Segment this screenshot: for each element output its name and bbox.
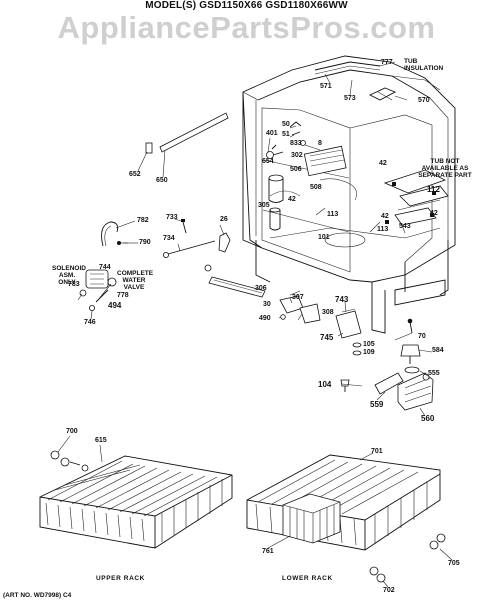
model-numbers: MODEL(S) GSD1150X66 GSD1180X66WW [145, 0, 348, 11]
part-label-570: 570 [418, 97, 430, 104]
upper-rack-drawing [39, 450, 233, 549]
part-label-104: 104 [318, 380, 332, 389]
part-label-506: 506 [290, 166, 302, 173]
part-label-745: 745 [320, 333, 334, 342]
part-label-733: 733 [166, 214, 178, 221]
part-label-702: 702 [383, 587, 395, 594]
part-label-734: 734 [163, 235, 175, 242]
part-label-305: 305 [258, 202, 270, 209]
part-label-833: 833 [290, 140, 302, 147]
part-label-42-c: 42 [381, 213, 389, 220]
caption-lower-rack: LOWER RACK [282, 575, 333, 582]
part-label-573: 573 [344, 95, 356, 102]
part-label-51: 51 [282, 131, 290, 138]
part-label-490: 490 [259, 315, 271, 322]
part-label-778: 778 [117, 292, 129, 299]
part-label-652: 652 [129, 171, 141, 178]
part-label-70: 70 [418, 333, 426, 340]
part-label-777: 777 [381, 59, 393, 66]
part-label-42-a: 42 [288, 196, 296, 203]
part-label-8: 8 [318, 140, 322, 147]
part-label-701: 701 [371, 448, 383, 455]
part-label-508: 508 [310, 184, 322, 191]
part-label-306: 306 [255, 285, 267, 292]
note-tub-not-available: TUB NOT AVAILABLE AS SEPARATE PART [418, 158, 472, 179]
right-side-parts [340, 318, 434, 411]
part-label-26: 26 [220, 216, 228, 223]
part-label-42-d: 42 [430, 210, 438, 217]
part-label-112: 112 [427, 185, 440, 194]
caption-upper-rack: UPPER RACK [96, 575, 145, 582]
part-label-571: 571 [320, 83, 332, 90]
part-label-744: 744 [99, 264, 111, 271]
note-complete-water-valve: COMPLETE WATER VALVE [117, 270, 154, 291]
part-label-555: 555 [428, 370, 440, 377]
part-label-743: 743 [335, 295, 349, 304]
part-label-559: 559 [370, 400, 384, 409]
part-label-790: 790 [139, 239, 151, 246]
part-label-302: 302 [291, 152, 303, 159]
part-label-782: 782 [137, 217, 149, 224]
part-label-700: 700 [66, 428, 78, 435]
left-side-parts [79, 112, 266, 311]
part-label-109: 109 [363, 349, 375, 356]
part-label-30: 30 [263, 301, 271, 308]
part-label-560: 560 [421, 414, 435, 423]
part-label-50: 50 [282, 121, 290, 128]
part-label-705: 705 [448, 560, 460, 567]
tub-assembly [242, 55, 456, 334]
part-label-654: 654 [262, 158, 274, 165]
art-number: (ART NO. WD7998) C4 [3, 592, 72, 599]
part-label-113-b: 113 [377, 226, 389, 233]
part-label-101: 101 [318, 234, 330, 241]
part-label-543: 543 [399, 223, 411, 230]
part-label-494: 494 [108, 301, 122, 310]
note-solenoid: SOLENOID ASM. ONLY [52, 265, 86, 286]
part-label-113-a: 113 [327, 211, 339, 218]
lower-rack-drawing [246, 454, 446, 583]
part-label-105: 105 [363, 341, 375, 348]
part-label-783: 783 [68, 281, 80, 288]
note-tub-insulation: TUB INSULATION [404, 58, 444, 72]
leader-lines [57, 61, 453, 588]
part-label-761: 761 [262, 548, 274, 555]
part-label-746: 746 [84, 319, 96, 326]
center-lower-parts [279, 290, 362, 339]
part-label-650: 650 [156, 177, 168, 184]
part-label-308: 308 [322, 309, 334, 316]
part-label-42-b: 42 [379, 160, 387, 167]
part-label-307: 307 [292, 294, 304, 301]
watermark: AppliancePartsPros.com [57, 10, 436, 45]
part-label-401: 401 [266, 130, 278, 137]
part-label-615: 615 [95, 437, 107, 444]
part-label-584: 584 [432, 347, 444, 354]
